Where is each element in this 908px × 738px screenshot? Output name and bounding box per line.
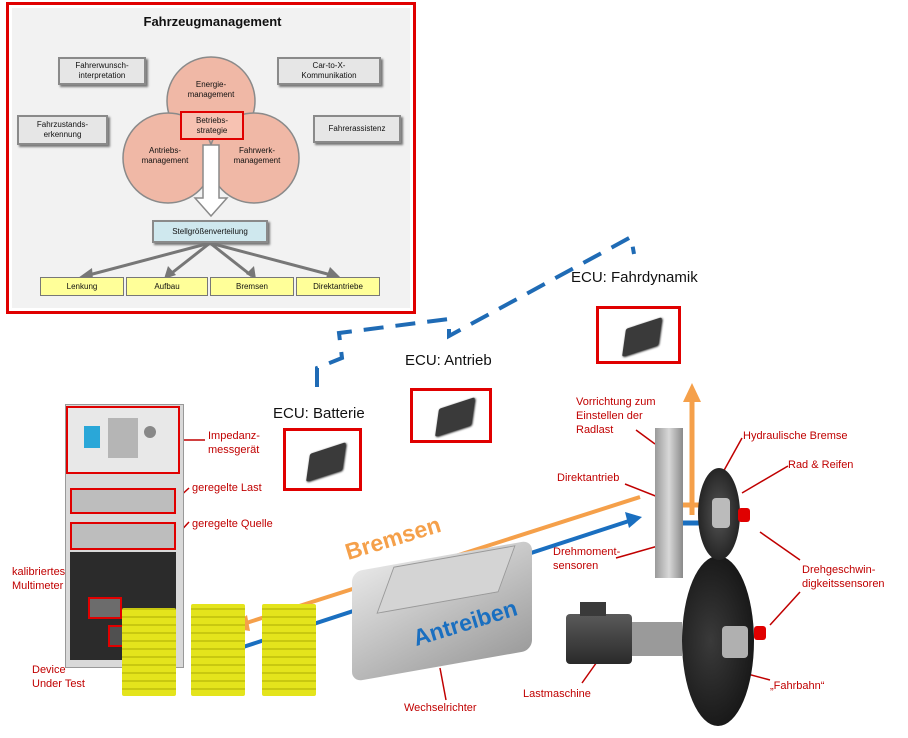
output-direktantriebe: Direktantriebe [296, 277, 380, 296]
fahrwerk-label: Fahrwerk- management [233, 146, 281, 165]
output-aufbau: Aufbau [126, 277, 208, 296]
quelle-device [70, 522, 176, 550]
output-lenkung: Lenkung [40, 277, 124, 296]
impedanz-device [66, 406, 180, 474]
ecu-chip-icon [435, 397, 475, 437]
label-dut: Device Under Test [32, 664, 85, 690]
impedanz-panel [108, 418, 138, 458]
panel-title: Fahrzeugmanagement [143, 14, 282, 29]
load-machine-head [580, 602, 606, 616]
betrieb-box: Betriebs- strategie [180, 111, 244, 140]
load-machine [566, 614, 632, 664]
label-last: geregelte Last [192, 482, 262, 494]
ecu-batterie-label: ECU: Batterie [273, 405, 365, 422]
car2x-box: Car-to-X- Kommunikation [277, 57, 381, 85]
fahrzustand-box: Fahrzustands- erkennung [17, 115, 108, 145]
ecu-chip-icon [622, 317, 662, 357]
ecu-antrieb-label: ECU: Antrieb [405, 352, 492, 369]
ecu-chip-icon [306, 442, 346, 482]
battery-cell-2 [191, 604, 245, 696]
ecu-fahrdynamik-box [596, 306, 681, 364]
fahrerwunsch-box: Fahrerwunsch- interpretation [58, 57, 146, 85]
stellgroessen-box: Stellgrößenverteilung [152, 220, 268, 243]
ecu-batterie-box [283, 428, 362, 491]
impedanz-screen [84, 426, 100, 448]
output-bremsen: Bremsen [210, 277, 294, 296]
load-coupling [632, 622, 682, 656]
label-lastmaschine: Lastmaschine [523, 688, 591, 700]
sensor-dot-2 [754, 626, 766, 640]
label-quelle: geregelte Quelle [192, 518, 273, 530]
label-drehgeschwindigkeit: Drehgeschwin- digkeitssensoren [802, 564, 885, 590]
label-impedanz: Impedanz- messgerät [208, 430, 260, 456]
fahrerassistenz-box: Fahrerassistenz [313, 115, 401, 143]
sensor-dot-1 [738, 508, 750, 522]
drum-hub [722, 626, 748, 658]
multimeter-device [88, 597, 122, 619]
ecu-antrieb-box [410, 388, 492, 443]
label-fahrbahn: „Fahrbahn“ [770, 680, 825, 692]
label-drehmoment: Drehmoment- sensoren [553, 546, 621, 572]
ecu-fahrdynamik-label: ECU: Fahrdynamik [571, 269, 698, 286]
rig-column [655, 428, 683, 578]
battery-cell-3 [262, 604, 316, 696]
energie-label: Energie- management [187, 80, 235, 99]
battery-cell-1 [122, 608, 176, 696]
last-device [70, 488, 176, 514]
label-vorrichtung: Vorrichtung zum Einstellen der Radlast [576, 396, 656, 436]
label-wechselrichter: Wechselrichter [404, 702, 477, 714]
impedanz-knob [144, 426, 156, 438]
label-direktantrieb: Direktantrieb [557, 472, 620, 484]
label-rad: Rad & Reifen [788, 459, 854, 471]
label-hydraulisch: Hydraulische Bremse [743, 430, 848, 442]
label-multimeter: kalibriertes Multimeter [12, 566, 66, 592]
rig-wheel-hub [712, 498, 730, 528]
antrieb-label: Antriebs- management [141, 146, 189, 165]
ecu-bus-line [315, 233, 636, 387]
down-arrow-icon [193, 144, 229, 218]
